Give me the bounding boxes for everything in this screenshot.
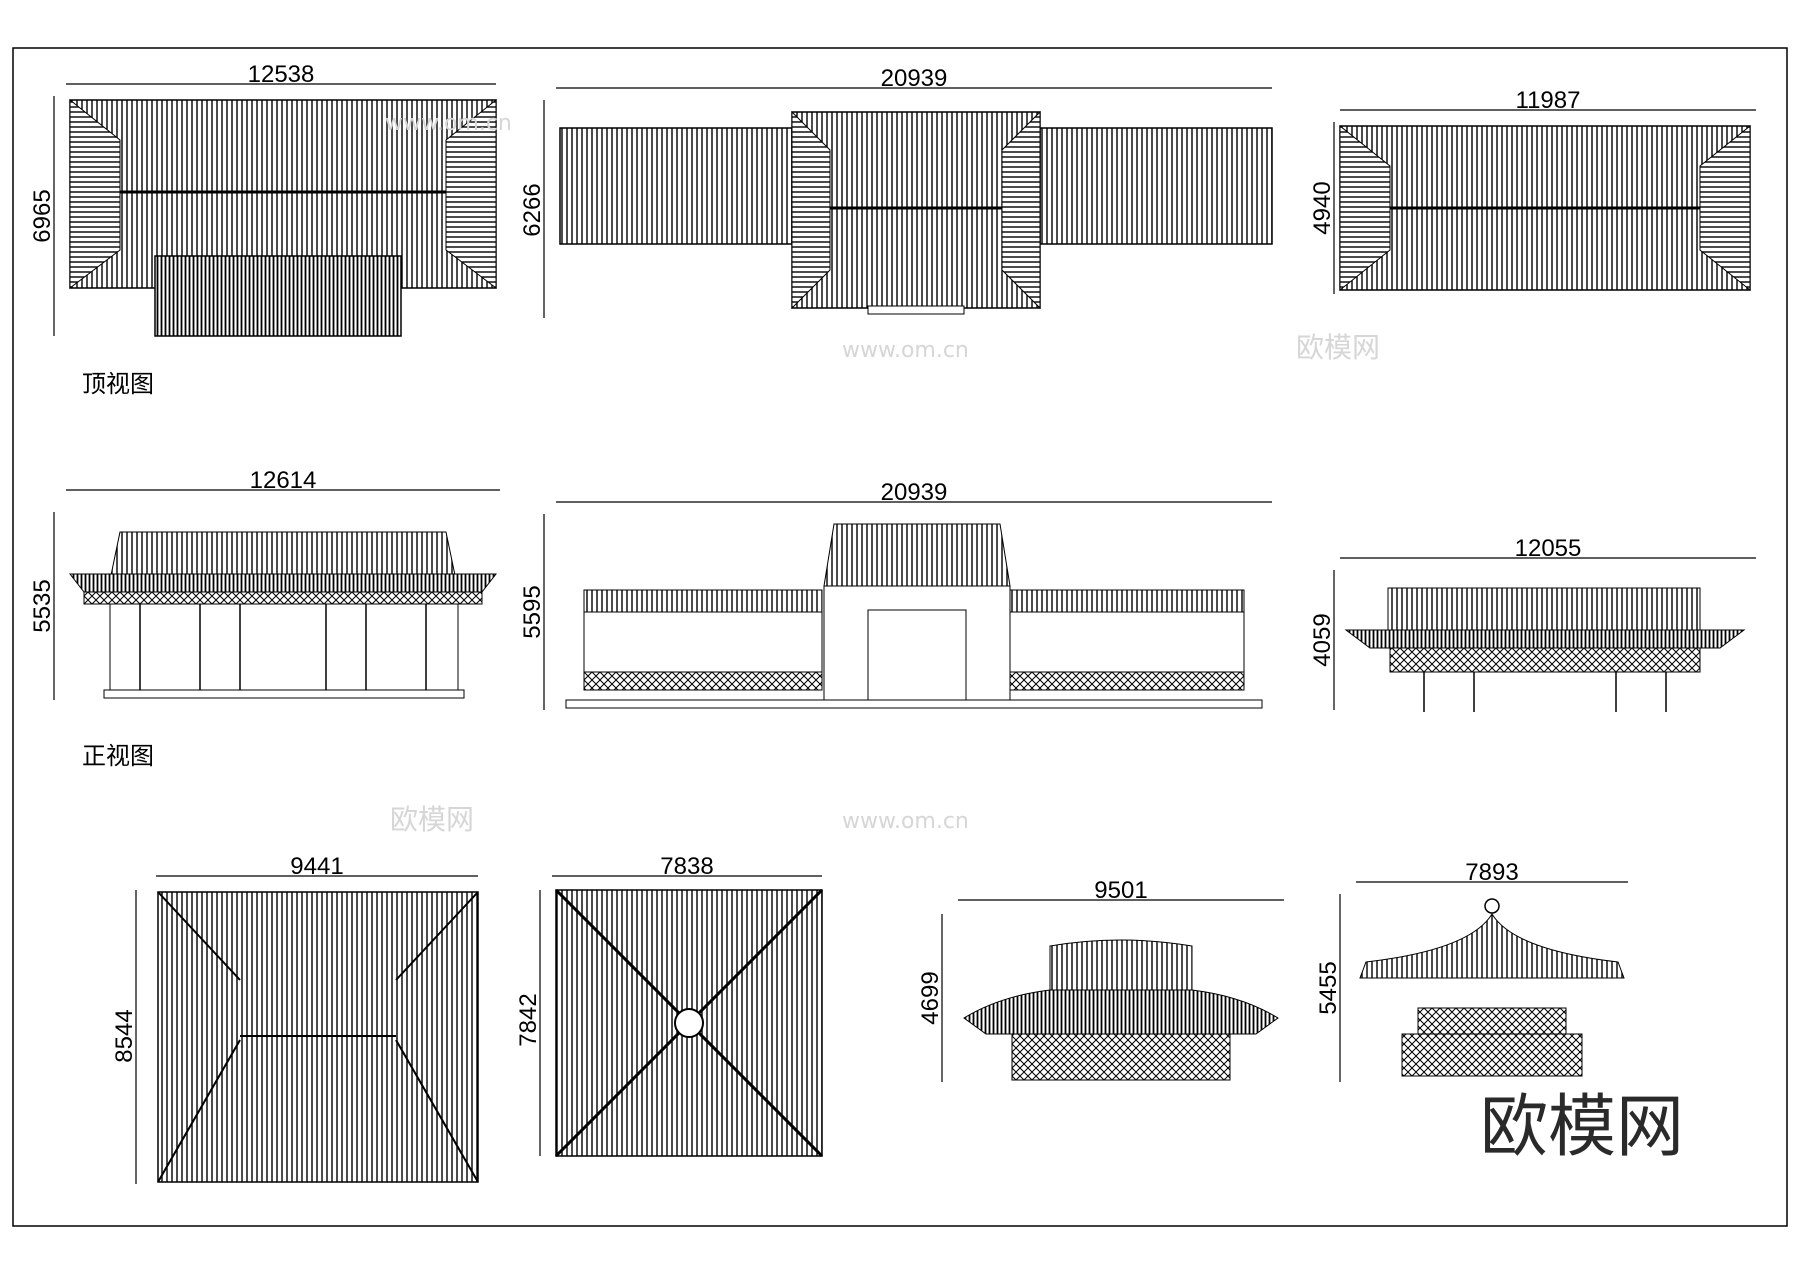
elev-1-bracket-band bbox=[83, 591, 483, 605]
watermark-url-3: www.om.cn bbox=[842, 809, 969, 834]
roof-plan-3-hip-right bbox=[1699, 124, 1751, 292]
watermark-brand-2: 欧模网 bbox=[390, 803, 474, 836]
plan-view-4: 9441 8544 bbox=[111, 853, 479, 1184]
top-view-2: 20939 6266 bbox=[519, 65, 1273, 318]
elevation-10: 7893 5455 bbox=[1315, 859, 1628, 1082]
elevation-9: 9501 4699 bbox=[917, 877, 1284, 1082]
dim-5-width: 20939 bbox=[881, 479, 948, 506]
dim-9-height: 4699 bbox=[917, 971, 944, 1024]
dim-6-width: 12055 bbox=[1515, 535, 1582, 562]
watermarks: www.om.cn www.om.cn 欧模网 欧模网 www.om.cn 欧模… bbox=[385, 111, 1684, 1167]
elev-3-brackets bbox=[1389, 647, 1701, 673]
watermark-brand-main: 欧模网 bbox=[1480, 1088, 1684, 1167]
elev-2-right-roof bbox=[1005, 589, 1245, 613]
elev-3-columns bbox=[1423, 672, 1667, 712]
elev-1-columns bbox=[139, 604, 427, 694]
elev-3-eave bbox=[1344, 629, 1746, 649]
roof-plan-5-finial bbox=[674, 1008, 704, 1038]
dim-1-width: 12538 bbox=[248, 61, 315, 88]
elev-2-left-roof bbox=[583, 589, 823, 613]
elev-2-gate-opening bbox=[867, 609, 967, 705]
dim-3-width: 11987 bbox=[1516, 87, 1581, 114]
dim-8-width: 7838 bbox=[660, 853, 713, 880]
elev-2-gate-roof bbox=[823, 523, 1011, 587]
dim-4-height: 5535 bbox=[29, 579, 56, 632]
front-view-label: 正视图 bbox=[82, 742, 154, 770]
roof-plan-2-center bbox=[791, 111, 1041, 309]
dim-9-width: 9501 bbox=[1094, 877, 1147, 904]
roof-plan-3-hip-left bbox=[1339, 124, 1391, 292]
dim-4-width: 12614 bbox=[250, 467, 317, 494]
roof-plan-1-porch bbox=[154, 255, 402, 337]
dim-6-height: 4059 bbox=[1309, 613, 1336, 666]
roof-plan-2-hip-left bbox=[791, 110, 831, 310]
elev-9-body bbox=[1011, 1033, 1231, 1081]
dim-7-width: 9441 bbox=[290, 853, 343, 880]
dim-10-width: 7893 bbox=[1465, 859, 1518, 886]
dim-10-height: 5455 bbox=[1315, 961, 1342, 1014]
front-view-1: 12614 5535 正视图 bbox=[29, 467, 500, 770]
roof-plan-2-step bbox=[867, 305, 965, 315]
elev-9-lower-roof bbox=[963, 989, 1279, 1035]
elev-1-hall bbox=[109, 603, 459, 695]
elev-10-platform bbox=[1401, 1033, 1583, 1077]
front-view-2: 20939 5595 bbox=[519, 479, 1272, 710]
elev-2-right-railing bbox=[1005, 671, 1245, 691]
top-view-label: 顶视图 bbox=[82, 370, 154, 398]
sheet-border bbox=[12, 47, 1788, 1227]
elev-10-finial bbox=[1484, 898, 1500, 914]
dim-1-height: 6965 bbox=[29, 189, 56, 242]
elev-1-upper-roof bbox=[109, 531, 457, 581]
elev-1-base bbox=[103, 689, 465, 699]
roof-plan-1-hip-left bbox=[69, 98, 121, 290]
dim-2-height: 6266 bbox=[519, 183, 546, 236]
plan-view-5: 7838 7842 bbox=[515, 853, 824, 1158]
roof-plan-2-right-wing bbox=[1039, 127, 1273, 245]
roof-plan-2-left-wing bbox=[559, 127, 793, 245]
elev-3-roof bbox=[1387, 587, 1701, 635]
elev-9-upper-roof bbox=[1049, 939, 1193, 997]
dim-3-height: 4940 bbox=[1309, 181, 1336, 234]
dim-7-height: 8544 bbox=[111, 1009, 138, 1062]
top-view-3: 11987 4940 bbox=[1309, 87, 1756, 294]
watermark-brand-1: 欧模网 bbox=[1296, 331, 1380, 364]
dim-5-height: 5595 bbox=[519, 585, 546, 638]
elev-2-left-railing bbox=[583, 671, 823, 691]
roof-plan-4-hips bbox=[157, 891, 479, 1183]
roof-plan-1-hip-right bbox=[445, 98, 497, 290]
watermark-url-1: www.om.cn bbox=[385, 111, 512, 136]
elev-2-base bbox=[565, 699, 1263, 709]
front-view-3: 12055 4059 bbox=[1309, 535, 1756, 712]
elev-1-eave bbox=[68, 573, 498, 593]
top-view-1: 12538 6965 顶视图 bbox=[29, 61, 497, 398]
dim-2-width: 20939 bbox=[881, 65, 948, 92]
dim-8-height: 7842 bbox=[515, 993, 542, 1046]
roof-plan-2-hip-right bbox=[1001, 110, 1041, 310]
watermark-url-2: www.om.cn bbox=[842, 338, 969, 363]
elev-10-roof bbox=[1359, 913, 1625, 979]
elev-10-body bbox=[1417, 1007, 1567, 1035]
